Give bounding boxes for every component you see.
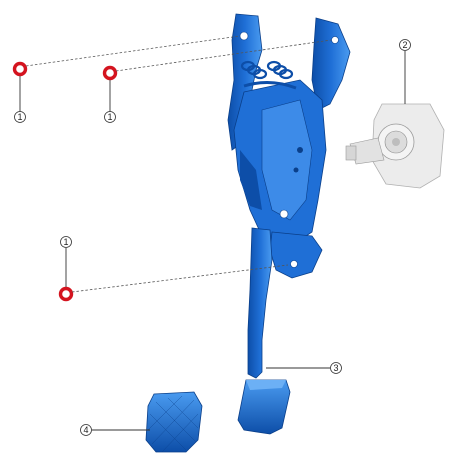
pedal-pad <box>237 379 291 435</box>
bushing-2 <box>102 65 118 81</box>
callout-4: 4 <box>80 424 92 436</box>
pedal-bracket <box>227 13 351 279</box>
svg-text:1: 1 <box>107 112 112 122</box>
callout-2: 2 <box>399 39 411 51</box>
callout-3: 3 <box>330 362 342 374</box>
pedal-arm <box>247 227 273 379</box>
pedal-pad-cover <box>145 391 203 453</box>
svg-text:1: 1 <box>17 112 22 122</box>
return-spring <box>240 60 297 90</box>
svg-text:2: 2 <box>402 40 407 50</box>
svg-text:1: 1 <box>63 237 68 247</box>
leader-lines <box>19 51 406 431</box>
alignment-lines <box>25 35 332 293</box>
pedal-position-sensor <box>345 103 445 189</box>
callout-1b: 1 <box>104 111 116 123</box>
bushing-3 <box>58 286 74 302</box>
callout-1c: 1 <box>60 236 72 248</box>
svg-text:4: 4 <box>83 425 88 435</box>
svg-text:3: 3 <box>333 363 338 373</box>
bushing-1 <box>12 61 28 77</box>
callout-1a: 1 <box>14 111 26 123</box>
